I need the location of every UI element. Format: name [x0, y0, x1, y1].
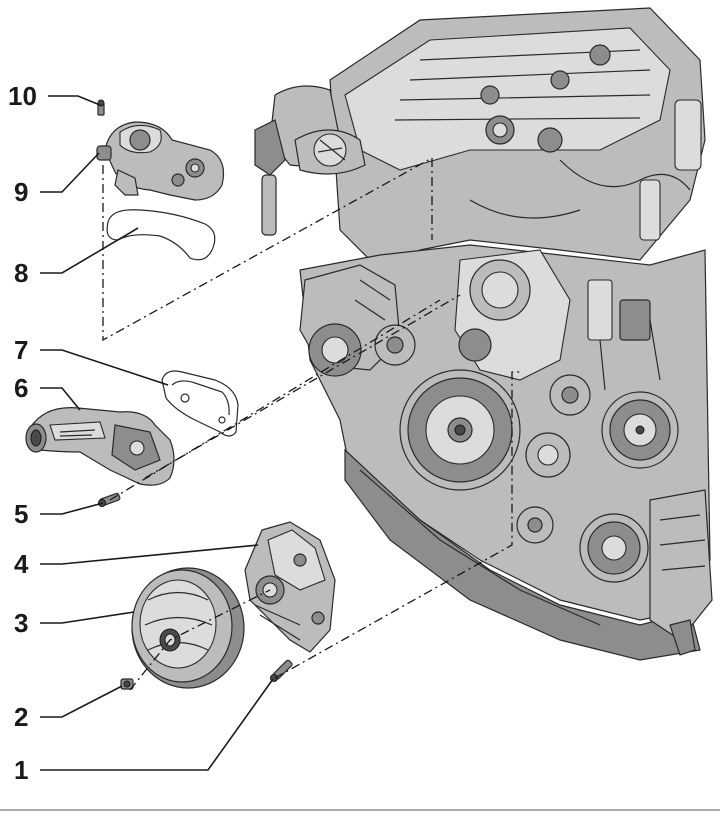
callout-9: 9 — [14, 177, 28, 207]
part-5-bolt — [98, 492, 121, 507]
callout-8: 8 — [14, 258, 28, 288]
callout-10: 10 — [8, 81, 37, 111]
part-7-gasket — [161, 370, 239, 437]
part-8-gasket — [106, 209, 216, 261]
callout-2: 2 — [14, 702, 28, 732]
part-10-bolt — [97, 99, 105, 116]
leader-lines — [40, 95, 274, 771]
callout-6: 6 — [14, 373, 28, 403]
callout-1: 1 — [14, 755, 28, 785]
assembly-lines — [102, 156, 522, 691]
callout-3: 3 — [14, 608, 28, 638]
callout-4: 4 — [14, 549, 29, 579]
callout-5: 5 — [14, 499, 28, 529]
part-2-bolt — [120, 678, 134, 690]
part-4-water-pump — [244, 521, 336, 653]
engine-assembly — [254, 7, 713, 661]
callout-7: 7 — [14, 335, 28, 365]
part-1-bolt — [270, 659, 293, 682]
part-3-pulley — [131, 567, 245, 689]
part-9-thermostat-housing — [96, 121, 225, 201]
callout-labels: 10 9 8 7 6 5 4 3 2 1 — [8, 81, 37, 785]
